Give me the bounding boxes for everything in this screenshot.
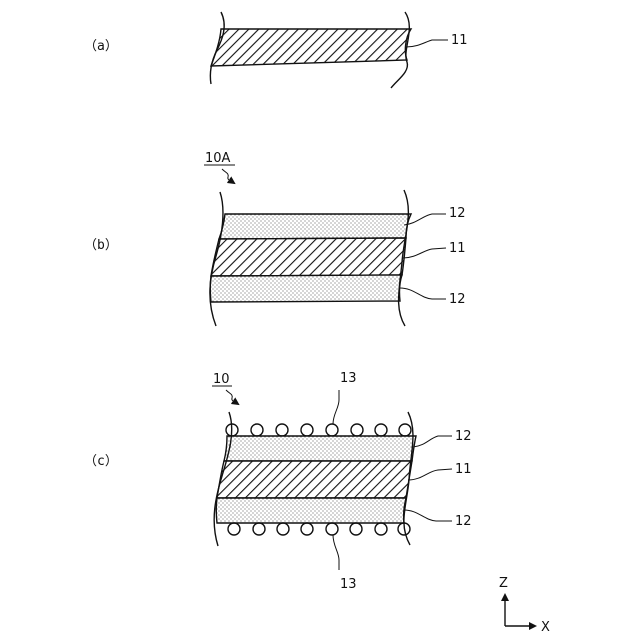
label-13-top: 13 <box>340 371 357 386</box>
layer-11-b <box>211 238 406 276</box>
label-10A: 10A <box>205 151 231 166</box>
leader-11-b <box>403 248 446 258</box>
label-11-c: 11 <box>455 462 472 477</box>
label-10: 10 <box>213 372 230 387</box>
label-12-top-b: 12 <box>449 206 466 221</box>
panel-b: （b） 10A 12 11 12 <box>84 151 466 326</box>
leader-11-a <box>406 40 448 47</box>
label-12-top-c: 12 <box>455 429 472 444</box>
leader-13-bottom <box>333 535 339 570</box>
panel-a: （a） 11 <box>84 12 468 88</box>
particle-13 <box>375 424 387 436</box>
arrow-10 <box>226 390 238 404</box>
particle-13 <box>301 523 313 535</box>
layer-12-bottom-b <box>210 275 402 302</box>
panel-a-label: （a） <box>84 39 118 54</box>
particles-13-bottom <box>228 523 410 535</box>
particle-13 <box>277 523 289 535</box>
layer-12-top-c <box>224 436 416 461</box>
layer-11-a <box>211 29 411 66</box>
label-12-bottom-c: 12 <box>455 514 472 529</box>
arrow-10A <box>222 169 234 183</box>
panel-c: （c） 10 <box>84 371 472 592</box>
particle-13 <box>253 523 265 535</box>
label-13-bottom: 13 <box>340 577 357 592</box>
leader-12-bottom-b <box>400 288 446 299</box>
leader-12-top-c <box>413 436 452 447</box>
layer-12-top-b <box>219 214 411 239</box>
layer-12-bottom-c <box>216 498 406 523</box>
particle-13 <box>351 424 363 436</box>
leader-12-bottom-c <box>404 510 452 521</box>
panel-c-label: （c） <box>84 454 118 469</box>
panel-b-label: （b） <box>84 238 118 253</box>
particle-13 <box>276 424 288 436</box>
label-11-b: 11 <box>449 241 466 256</box>
particle-13 <box>399 424 411 436</box>
leader-11-c <box>408 469 452 480</box>
particle-13 <box>350 523 362 535</box>
particle-13 <box>326 523 338 535</box>
particle-13 <box>375 523 387 535</box>
layer-11-c <box>217 461 412 498</box>
particle-13 <box>301 424 313 436</box>
z-axis-label: Z <box>499 576 508 591</box>
particles-13-top <box>226 424 411 436</box>
label-12-bottom-b: 12 <box>449 292 466 307</box>
leader-13-top <box>333 390 339 424</box>
label-11-a: 11 <box>451 33 468 48</box>
particle-13 <box>326 424 338 436</box>
x-axis-label: X <box>541 620 550 635</box>
particle-13 <box>228 523 240 535</box>
axis-indicator: Z X <box>499 576 550 635</box>
particle-13 <box>251 424 263 436</box>
